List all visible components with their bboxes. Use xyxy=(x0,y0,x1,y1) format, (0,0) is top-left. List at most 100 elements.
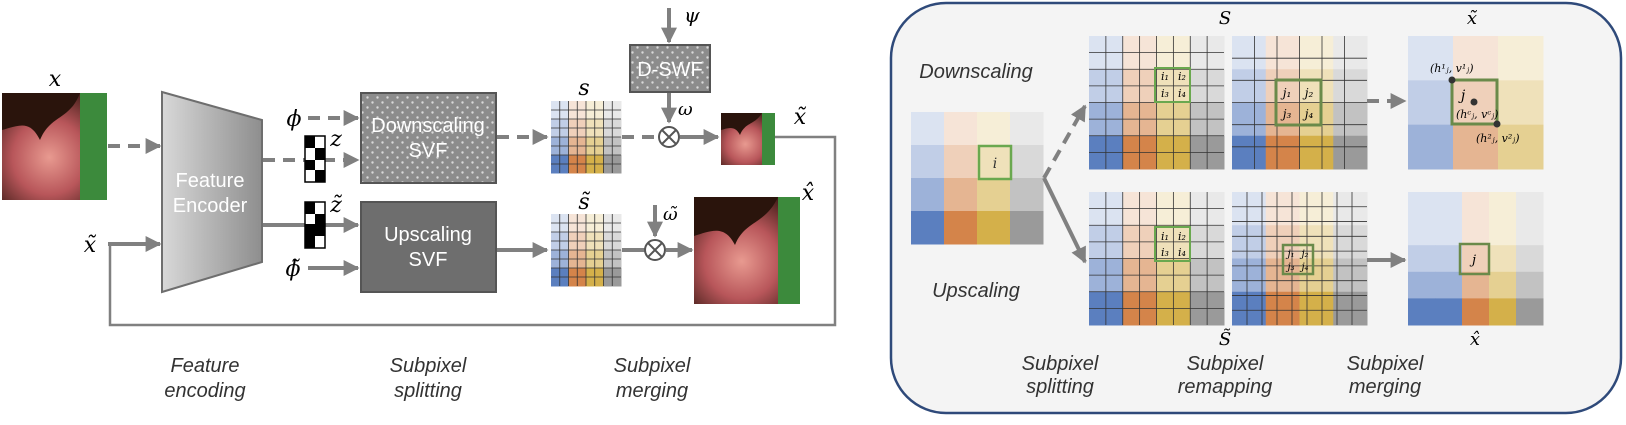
pixel-i-label: i xyxy=(993,156,997,172)
x-hat-right-label: x̂ xyxy=(1470,329,1480,350)
svg-text:i₃: i₃ xyxy=(1161,87,1169,100)
svg-text:SVF: SVF xyxy=(409,249,448,271)
svg-text:j: j xyxy=(1469,253,1476,268)
grid-cell xyxy=(1489,192,1517,220)
svg-text:j₂: j₂ xyxy=(1299,249,1308,260)
svg-text:j₃: j₃ xyxy=(1285,262,1294,273)
grid-cell xyxy=(1462,245,1490,273)
omega-tilde-label: ω̃ xyxy=(663,204,678,225)
grid-cell xyxy=(1333,102,1368,137)
grid-cell xyxy=(1333,69,1368,103)
grid-cell xyxy=(1265,36,1300,70)
grid-cell xyxy=(1299,291,1334,326)
grid-cell xyxy=(1408,218,1436,246)
caption-feature-encoding-2: encoding xyxy=(164,380,245,402)
grid-cell xyxy=(1498,36,1544,81)
svg-text:j₄: j₄ xyxy=(1302,107,1314,121)
grid-cell xyxy=(1498,80,1544,126)
grid-cell xyxy=(977,145,1011,179)
right-caption-splitting-2: splitting xyxy=(1026,376,1094,398)
grid-cell xyxy=(1435,245,1463,273)
grid-cell xyxy=(1489,245,1517,273)
pixel-i-highlight xyxy=(977,144,1013,181)
grid-cell xyxy=(1333,192,1368,226)
upscaling-label: Upscaling xyxy=(932,280,1020,302)
downscaled-output-grid xyxy=(1408,36,1544,170)
grid-cell xyxy=(1232,135,1267,170)
grid-cell xyxy=(1516,271,1544,299)
grid-cell xyxy=(977,112,1011,146)
grid-cell xyxy=(1408,36,1454,81)
grid-cell xyxy=(911,178,945,212)
remap-grid-upscaling xyxy=(1232,192,1368,326)
svg-text:Upscaling: Upscaling xyxy=(384,224,472,246)
svg-text:j₃: j₃ xyxy=(1280,107,1292,121)
grid-cell xyxy=(1299,225,1334,259)
remap-grid-downscaling xyxy=(1232,36,1368,170)
grid-cell xyxy=(1299,36,1334,70)
omega-label: ω xyxy=(678,99,693,120)
grid-cell xyxy=(1299,69,1334,103)
grid-cell xyxy=(1010,145,1044,179)
x-tilde-right-label: x̃ xyxy=(1467,8,1478,29)
grid-cell xyxy=(1232,69,1267,103)
psi-label: ψ xyxy=(684,3,700,27)
grid-cell xyxy=(1435,192,1463,220)
downscaling-label: Downscaling xyxy=(919,61,1032,83)
left-pipeline: x x̃ Feature Encoder ϕ ϕ̃ z z̃ xyxy=(2,3,837,402)
z-tilde-label: z̃ xyxy=(329,193,342,218)
svg-text:Feature: Feature xyxy=(176,170,245,192)
svg-text:i₃: i₃ xyxy=(1161,246,1169,259)
grid-cell xyxy=(911,112,945,146)
pixel-j-highlight-up xyxy=(1458,242,1491,276)
s-tilde-label: s̃ xyxy=(578,190,590,215)
caption-subpixel-merging-1: Subpixel xyxy=(614,355,691,377)
point-c-label: (hᶜⱼ, vᶜⱼ) xyxy=(1456,108,1498,121)
s-label: s xyxy=(578,76,589,101)
right-caption-splitting-1: Subpixel xyxy=(1022,353,1099,375)
grid-cell xyxy=(1462,298,1490,326)
caption-subpixel-splitting-2: splitting xyxy=(394,380,462,402)
multiply-node-up xyxy=(644,239,666,261)
svg-text:j₁: j₁ xyxy=(1285,249,1294,260)
grid-cell xyxy=(1408,80,1454,126)
svg-text:j: j xyxy=(1458,88,1466,104)
right-caption-merging-2: merging xyxy=(1349,376,1421,398)
grid-cell xyxy=(1299,258,1334,293)
grid-cell xyxy=(1462,192,1490,220)
split-grid-upscaling xyxy=(1089,192,1225,326)
right-caption-remapping-1: Subpixel xyxy=(1187,353,1264,375)
svg-text:j₂: j₂ xyxy=(1302,86,1314,100)
feature-encoder: Feature Encoder xyxy=(161,90,263,294)
grid-cell xyxy=(1435,271,1463,299)
grid-cell xyxy=(1408,271,1436,299)
x-tilde-input-label: x̃ xyxy=(84,233,97,258)
caption-subpixel-merging-2: merging xyxy=(616,380,688,402)
grid-cell xyxy=(1516,298,1544,326)
grid-cell xyxy=(1453,124,1499,170)
x-tilde-output-label: x̃ xyxy=(794,105,807,130)
upscaling-svf-box: Upscaling SVF xyxy=(360,201,497,293)
x-hat-label: x̂ xyxy=(802,181,815,206)
grid-cell xyxy=(1232,192,1267,226)
svg-text:i₄: i₄ xyxy=(1178,87,1186,100)
pixel-j-highlight-down xyxy=(1450,78,1499,126)
grid-cell xyxy=(1333,135,1368,170)
grid-cell xyxy=(1232,36,1267,70)
grid-cell xyxy=(1299,135,1334,170)
grid-cell xyxy=(1333,225,1368,259)
d-swf-box: D-SWF xyxy=(629,44,711,93)
grid-cell xyxy=(1453,36,1499,81)
grid-cell xyxy=(1299,192,1334,226)
upscaled-output-grid xyxy=(1408,192,1544,326)
grid-cell xyxy=(1489,298,1517,326)
grid-cell xyxy=(1333,291,1368,326)
grid-cell xyxy=(1265,69,1300,103)
grid-cell xyxy=(1232,102,1267,137)
svg-text:SVF: SVF xyxy=(409,140,448,162)
split-grid-downscaling xyxy=(1089,36,1225,170)
grid-cell xyxy=(1232,258,1267,293)
grid-cell xyxy=(1489,218,1517,246)
input-image xyxy=(2,93,107,200)
